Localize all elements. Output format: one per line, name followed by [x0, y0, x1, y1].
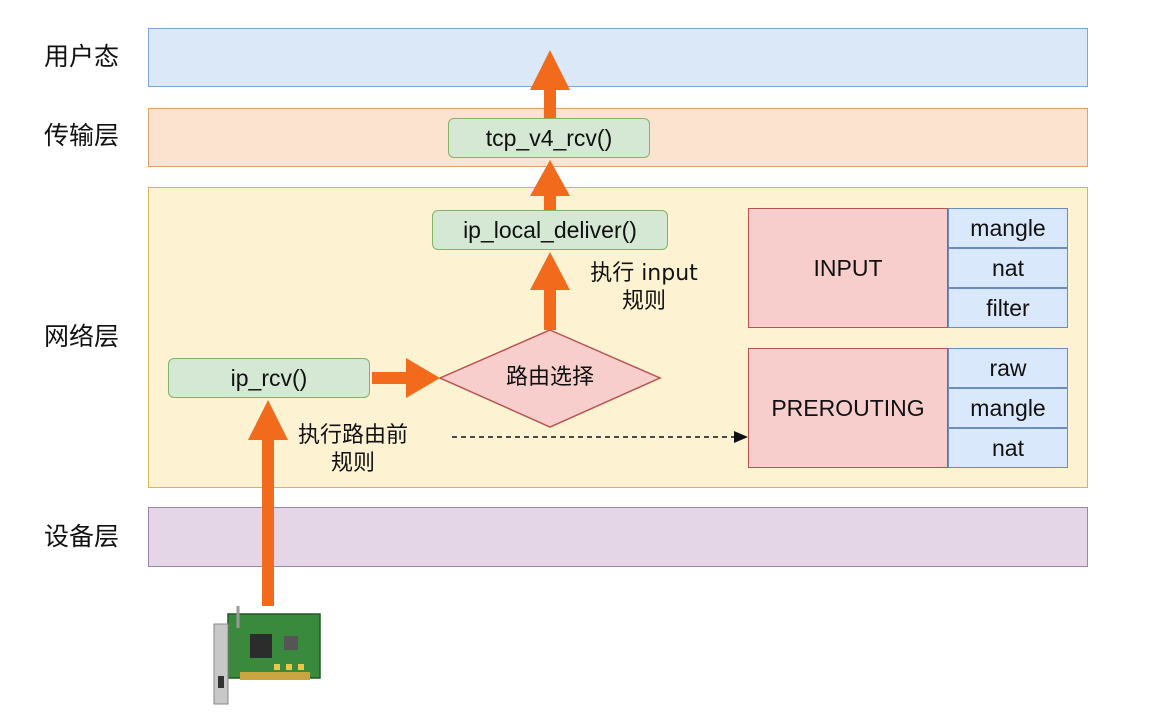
input-chain-box: INPUT: [748, 208, 948, 328]
prerouting-table-raw: raw: [948, 348, 1068, 388]
prerouting-rule-line2: 规则: [330, 451, 375, 476]
network-card-icon: [213, 606, 321, 705]
input-table-filter: filter: [948, 288, 1068, 328]
dashed-arrow-to-prerouting: [452, 431, 748, 443]
input-rule-line2: 规则: [621, 289, 666, 314]
routing-decision-diamond: [438, 329, 662, 428]
prerouting-table-mangle: mangle: [948, 388, 1068, 428]
arrow-local-deliver-to-tcp: [530, 160, 570, 210]
prerouting-table-nat: nat: [948, 428, 1068, 468]
layer-label-device: 设备层: [44, 522, 120, 551]
layer-label-user: 用户态: [44, 42, 120, 71]
device-layer-band: [148, 507, 1088, 567]
arrow-routing-to-local-deliver: [530, 252, 570, 330]
user-space-band: [148, 28, 1088, 87]
arrow-ip-rcv-to-routing: [372, 358, 440, 398]
input-rule-line1: 执行 input: [590, 261, 698, 286]
prerouting-rule-note: 执行路由前 规则: [282, 422, 424, 478]
prerouting-chain-box: PREROUTING: [748, 348, 948, 468]
input-table-nat: nat: [948, 248, 1068, 288]
layer-label-network: 网络层: [44, 322, 120, 351]
tcp-v4-rcv-box: tcp_v4_rcv(): [448, 118, 650, 158]
arrow-nic-to-ip-rcv: [248, 400, 288, 606]
ip-rcv-box: ip_rcv(): [168, 358, 370, 398]
routing-decision-label: 路由选择: [505, 365, 594, 390]
prerouting-rule-line1: 执行路由前: [297, 423, 408, 448]
layer-label-transport: 传输层: [44, 121, 120, 150]
input-rule-note: 执行 input 规则: [576, 260, 712, 316]
ip-local-deliver-box: ip_local_deliver(): [432, 210, 668, 250]
input-table-mangle: mangle: [948, 208, 1068, 248]
arrow-tcp-to-user: [530, 50, 570, 118]
